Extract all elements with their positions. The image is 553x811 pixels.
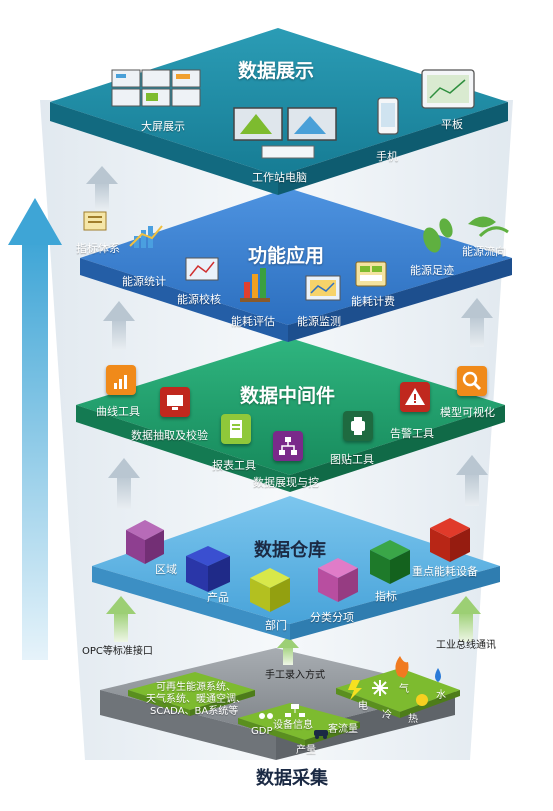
collection-device-info: 设备信息	[273, 720, 313, 731]
collection-passenger-flow: 客流量	[328, 724, 358, 735]
mid-item-data-extraction: 数据抽取及校验	[131, 429, 208, 442]
water-drop-icon	[435, 668, 441, 682]
collection-gdp: GDP	[251, 726, 273, 737]
snowflake-icon	[372, 680, 388, 696]
people-icon	[259, 713, 273, 719]
workstation-icon	[233, 107, 337, 159]
arrow-up-left-1	[108, 458, 140, 509]
cube-indicator	[370, 540, 410, 584]
collection-heat: 热	[408, 714, 418, 725]
collection-left-line-2: 天气系统、暖通空调、	[146, 694, 246, 705]
application-layer-shape	[80, 188, 512, 342]
wh-item-department: 部门	[265, 619, 287, 632]
collection-left-line-3: SCADA、BA系统等	[150, 706, 239, 717]
application-layer-title: 功能应用	[248, 245, 325, 267]
collection-left-line-1: 可再生能源系统、	[156, 682, 236, 693]
mid-item-model-visualization: 模型可视化	[440, 406, 495, 419]
energy-monitoring-icon	[305, 275, 341, 301]
fieldbus-arrow	[451, 596, 481, 642]
mid-item-chart-tool: 图贴工具	[330, 453, 374, 466]
tablet-icon	[421, 69, 475, 109]
collection-electricity: 电	[358, 701, 368, 712]
middleware-layer-title: 数据中间件	[240, 385, 336, 407]
display-item-phone: 手机	[376, 150, 398, 163]
wh-item-key-equipment: 重点能耗设备	[412, 565, 478, 578]
fire-icon	[395, 656, 409, 678]
collection-output: 产量	[296, 745, 316, 756]
collection-patch-middle	[238, 703, 360, 746]
display-item-tablet: 平板	[441, 118, 463, 131]
wh-item-category: 分类分项	[310, 611, 354, 624]
middleware-layer-shape	[76, 338, 505, 492]
model-visualization-icon	[457, 366, 487, 396]
collection-water: 水	[436, 690, 446, 701]
wh-item-indicator: 指标	[375, 590, 397, 603]
footprint-icon	[423, 218, 453, 253]
network-icon	[285, 704, 305, 717]
app-item-footprint: 能源足迹	[410, 264, 454, 277]
collection-layer-title: 数据采集	[256, 768, 328, 789]
app-item-energy-flow: 能源流向	[462, 245, 506, 258]
app-item-indicator-system: 指标体系	[76, 242, 120, 255]
display-item-workstation: 工作站电脑	[252, 171, 307, 184]
car-icon	[314, 730, 328, 739]
mid-item-report-tool: 报表工具	[212, 459, 256, 472]
cube-product	[186, 546, 230, 592]
opc-interface-label: OPC等标准接口	[82, 646, 153, 657]
lightning-icon	[348, 680, 362, 700]
sun-icon	[416, 694, 428, 706]
fieldbus-label: 工业总线通讯	[436, 640, 496, 651]
warehouse-layer-title: 数据仓库	[254, 540, 326, 561]
report-tool-icon	[221, 414, 251, 444]
curve-tool-icon	[106, 365, 136, 395]
data-mining-icon	[273, 431, 303, 461]
cube-key-equipment	[430, 518, 470, 562]
mid-item-data-mining: 数据展现与挖	[253, 476, 319, 489]
arrow-up-right-2	[461, 298, 493, 347]
manual-arrow	[277, 636, 299, 665]
opc-arrow	[106, 596, 136, 642]
wh-item-product: 产品	[207, 591, 229, 604]
display-layer-title: 数据展示	[238, 60, 315, 82]
cube-region	[126, 520, 164, 564]
collection-patch-left	[128, 672, 255, 716]
alarm-tool-icon	[400, 382, 430, 412]
app-item-energy-statistics: 能源统计	[122, 275, 166, 288]
consumption-assessment-icon	[240, 268, 270, 302]
arrow-up-left-3	[86, 166, 118, 210]
warehouse-layer-shape	[92, 496, 500, 640]
mid-item-alarm-tool: 告警工具	[390, 427, 434, 440]
display-layer-shape	[50, 28, 508, 195]
display-item-big-screen: 大屏展示	[141, 120, 185, 133]
app-item-energy-verification: 能源校核	[177, 293, 221, 306]
collection-cold: 冷	[382, 710, 392, 721]
billing-icon	[355, 261, 387, 287]
mobile-phone-icon	[377, 97, 399, 135]
arrow-up-right-1	[456, 455, 488, 506]
indicator-system-icon	[83, 211, 107, 231]
arrow-up-left-2	[103, 301, 135, 350]
wh-item-region: 区域	[155, 563, 177, 576]
app-item-energy-monitoring: 能源监测	[297, 315, 341, 328]
data-extraction-icon	[160, 387, 190, 417]
energy-flow-icon	[468, 216, 509, 238]
collection-gas: 气	[399, 684, 409, 695]
app-item-billing: 能耗计费	[351, 295, 395, 308]
cube-category	[318, 558, 358, 602]
big-upward-arrow	[8, 198, 62, 660]
chart-tool-icon	[343, 411, 373, 441]
app-item-consumption-assessment: 能耗评估	[231, 315, 275, 328]
energy-verification-icon	[185, 257, 219, 281]
big-screen-icon	[111, 69, 201, 107]
manual-entry-label: 手工录入方式	[265, 670, 325, 681]
energy-statistics-icon	[129, 225, 163, 248]
mid-item-curve-tool: 曲线工具	[96, 405, 140, 418]
cube-department	[250, 568, 290, 612]
